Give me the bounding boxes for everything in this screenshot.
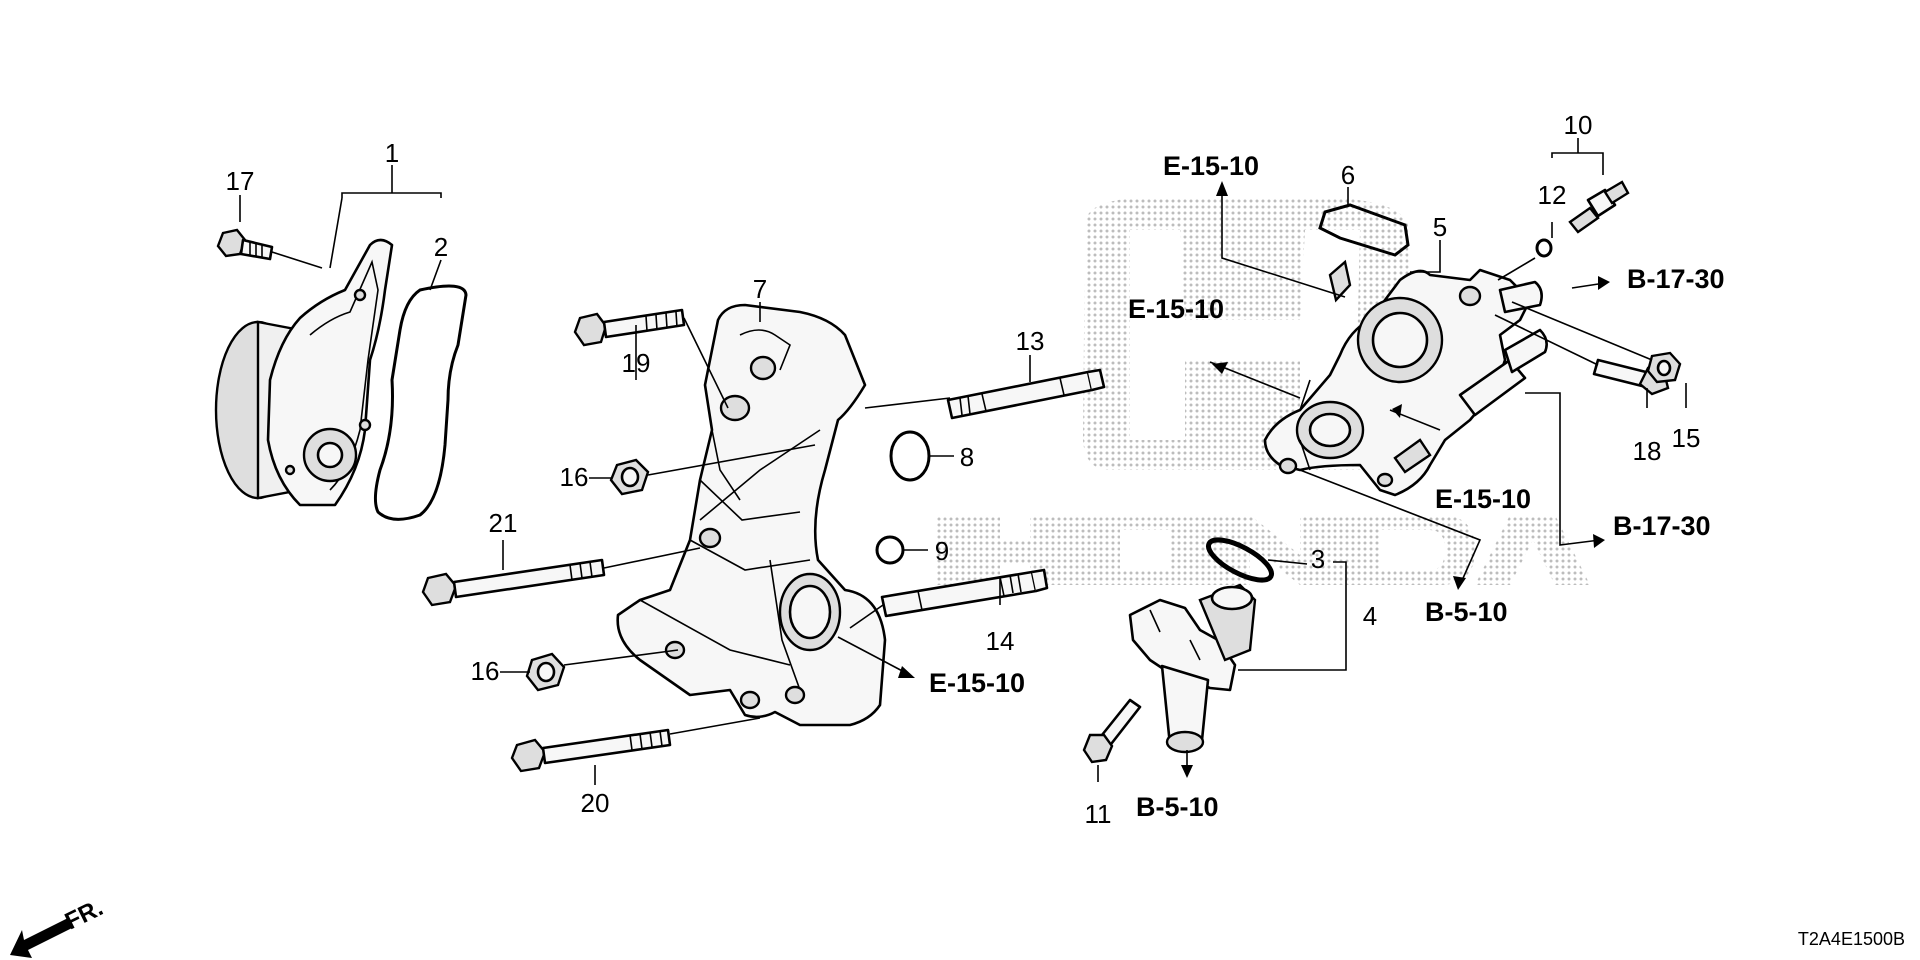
bolt-part-11 xyxy=(1082,698,1142,764)
nut-part-16-upper xyxy=(609,458,650,496)
callout-1: 1 xyxy=(385,138,399,168)
front-arrow-icon xyxy=(10,918,72,958)
callout-20: 20 xyxy=(581,788,610,818)
callout-17: 17 xyxy=(226,166,255,196)
callout-numbers: 1 2 3 4 5 6 7 8 9 10 11 12 13 14 15 16 1… xyxy=(226,110,1701,829)
callout-9: 9 xyxy=(935,536,949,566)
callout-16-lower: 16 xyxy=(471,656,500,686)
callout-14: 14 xyxy=(986,626,1015,656)
honda-watermark xyxy=(935,198,1590,585)
temperature-sensor-part-10 xyxy=(1568,180,1630,234)
ref-b-17-30-lower: B-17-30 xyxy=(1613,511,1711,541)
pump-gasket-part-2 xyxy=(373,284,468,521)
front-direction-indicator: FR. xyxy=(10,894,107,958)
ref-b-17-30-upper: B-17-30 xyxy=(1627,264,1725,294)
honda-wordmark xyxy=(935,515,1590,585)
bolt-part-19 xyxy=(573,308,686,347)
leader-lines xyxy=(271,138,1687,782)
callout-13: 13 xyxy=(1016,326,1045,356)
water-pump-part-1 xyxy=(214,238,394,507)
thermostat-gasket-part-3 xyxy=(1205,537,1275,583)
nut-part-15 xyxy=(1646,351,1682,384)
callout-6: 6 xyxy=(1341,160,1355,190)
bolt-part-21 xyxy=(421,558,606,607)
callout-16-upper: 16 xyxy=(560,462,589,492)
gasket-part-6 xyxy=(1318,203,1410,257)
callout-15: 15 xyxy=(1672,423,1701,453)
callout-8: 8 xyxy=(960,442,974,472)
callout-21: 21 xyxy=(489,508,518,538)
o-ring-part-8 xyxy=(889,430,931,482)
reference-labels: E-15-10 E-15-10 E-15-10 E-15-10 B-17-30 … xyxy=(929,151,1725,822)
nut-part-16-lower xyxy=(525,652,566,692)
ref-e-15-10-top: E-15-10 xyxy=(1163,151,1259,181)
bolt-part-20 xyxy=(510,728,672,773)
callout-7: 7 xyxy=(753,274,767,304)
callout-12: 12 xyxy=(1538,180,1567,210)
diagram-code: T2A4E1500B xyxy=(1798,929,1905,949)
callout-5: 5 xyxy=(1433,212,1447,242)
callout-18: 18 xyxy=(1633,436,1662,466)
callout-2: 2 xyxy=(434,232,448,262)
callout-10: 10 xyxy=(1564,110,1593,140)
bracket-part-7 xyxy=(616,303,887,727)
o-ring-part-9 xyxy=(875,535,905,565)
callout-3: 3 xyxy=(1311,544,1325,574)
bolt-part-17 xyxy=(216,228,274,261)
stud-part-13 xyxy=(946,368,1106,420)
ref-e-15-10-bottom: E-15-10 xyxy=(929,668,1025,698)
ref-e-15-10-mid: E-15-10 xyxy=(1128,294,1224,324)
ref-b-5-10-right: B-5-10 xyxy=(1425,597,1508,627)
ref-e-15-10-right: E-15-10 xyxy=(1435,484,1531,514)
sealing-washer-part-12 xyxy=(1535,238,1553,258)
callout-11: 11 xyxy=(1085,799,1112,829)
ref-b-5-10-bottom: B-5-10 xyxy=(1136,792,1219,822)
water-outlet-housing-part-5 xyxy=(1263,259,1548,497)
thermostat-housing-part-4 xyxy=(1128,583,1257,754)
callout-4: 4 xyxy=(1363,601,1377,631)
